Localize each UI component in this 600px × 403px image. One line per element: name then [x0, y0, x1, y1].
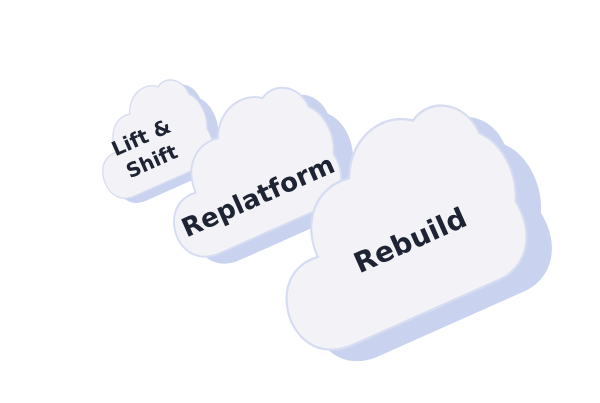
cloud-migration-diagram: Lift & Shift Replatform Rebuild — [75, 68, 576, 376]
